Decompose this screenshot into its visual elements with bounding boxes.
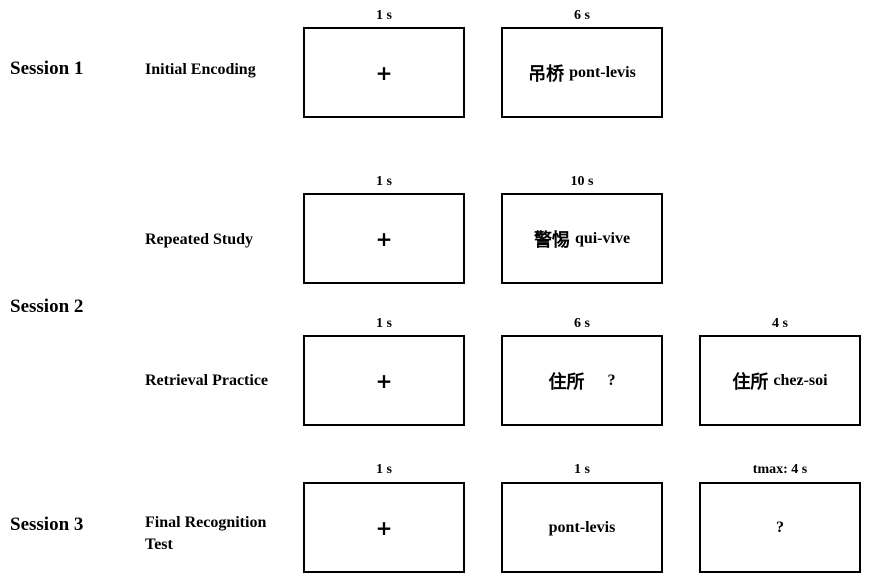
retrieval-fixation-duration: 1 s bbox=[376, 316, 392, 331]
encoding-pair-duration: 6 s bbox=[574, 8, 590, 23]
encoding-fixation-box: + bbox=[303, 27, 465, 118]
question-mark: ? bbox=[607, 371, 616, 389]
test-fixation-box: + bbox=[303, 482, 465, 573]
study-pair-duration: 10 s bbox=[570, 174, 594, 189]
encoding-fixation-duration: 1 s bbox=[376, 8, 392, 23]
study-fixation-duration: 1 s bbox=[376, 174, 392, 189]
study-fixation-box: + bbox=[303, 193, 465, 284]
retrieval-cue-duration: 6 s bbox=[574, 316, 590, 331]
chinese-word: 吊桥 bbox=[528, 63, 565, 85]
fixation-cross: + bbox=[375, 226, 393, 251]
phase-retrieval-practice: Retrieval Practice bbox=[145, 372, 269, 389]
french-word: pont-levis bbox=[548, 518, 616, 536]
phase-repeated-study: Repeated Study bbox=[145, 231, 254, 248]
retrieval-fixation-box: + bbox=[303, 335, 465, 426]
french-word: pont-levis bbox=[569, 63, 636, 81]
french-word: qui-vive bbox=[574, 229, 631, 247]
test-word-duration: 1 s bbox=[574, 462, 590, 477]
question-mark: ? bbox=[776, 518, 784, 536]
session-1-label: Session 1 bbox=[10, 58, 84, 79]
chinese-word: 警惕 bbox=[533, 229, 570, 251]
study-pair-box: 警惕 qui-vive bbox=[501, 193, 663, 284]
phase-test-line2: Test bbox=[145, 536, 173, 553]
encoding-pair-box: 吊桥 pont-levis bbox=[501, 27, 663, 118]
retrieval-feedback-duration: 4 s bbox=[772, 316, 788, 331]
chinese-word: 住所 bbox=[732, 371, 769, 393]
test-response-duration: tmax: 4 s bbox=[752, 462, 808, 477]
retrieval-cue-box: 住所 ? bbox=[501, 335, 663, 426]
phase-initial-encoding: Initial Encoding bbox=[145, 61, 256, 78]
test-response-box: ? bbox=[699, 482, 861, 573]
french-word: chez-soi bbox=[773, 371, 828, 389]
retrieval-feedback-box: 住所 chez-soi bbox=[699, 335, 861, 426]
fixation-cross: + bbox=[375, 515, 393, 540]
session-3-label: Session 3 bbox=[10, 514, 84, 535]
test-fixation-duration: 1 s bbox=[376, 462, 392, 477]
test-word-box: pont-levis bbox=[501, 482, 663, 573]
session-2-label: Session 2 bbox=[10, 296, 84, 317]
phase-test-line1: Final Recognition bbox=[145, 514, 267, 531]
fixation-cross: + bbox=[375, 60, 393, 85]
chinese-word: 住所 bbox=[548, 371, 585, 393]
fixation-cross: + bbox=[375, 368, 393, 393]
phase-final-recognition-test: Final Recognition Test bbox=[145, 512, 266, 556]
